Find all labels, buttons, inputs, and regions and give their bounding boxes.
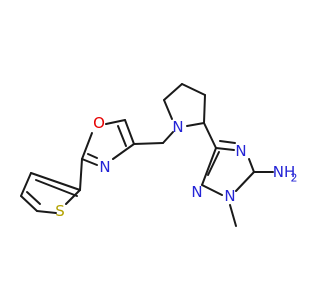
bond-oxazole-ch2 xyxy=(133,142,164,145)
bond-triazole-n4-c5 xyxy=(248,158,255,173)
triazole-n2-atom: N xyxy=(191,183,202,201)
bond-oxazole-c4-n3 xyxy=(112,143,135,160)
bond-oxazole-n3-c2 xyxy=(81,158,98,166)
bond-oxazole-c5-c4-double xyxy=(117,125,127,147)
bond-thiophene-c5-c4-double xyxy=(26,191,41,205)
bond-pyrrolidine-c4-c3 xyxy=(181,83,206,96)
bond-triazole-n2-c3 xyxy=(201,147,217,186)
bond-pyrrolidine-c5-c4 xyxy=(163,83,183,101)
bond-oxazole-o1-c5 xyxy=(105,119,126,125)
bond-triazole-c3-n4-double xyxy=(219,140,236,144)
bond-thiophene-oxazole xyxy=(79,158,83,191)
bond-triazole-methyl xyxy=(229,204,237,227)
bond-triazole-c3-n4 xyxy=(215,147,235,151)
bond-ch2-pyrrolidine-n xyxy=(162,131,174,144)
bond-thiophene-c3-c2 xyxy=(30,172,81,191)
bond-thiophene-c3-c2-double xyxy=(35,179,78,197)
bond-thiophene-c2-s xyxy=(65,189,81,205)
bond-oxazole-c5-c4 xyxy=(124,119,135,145)
bond-thiophene-s-c5 xyxy=(36,210,57,214)
bond-oxazole-n3-c2-double xyxy=(87,153,98,159)
pyrrolidine-nitrogen-atom: N xyxy=(172,118,183,136)
bonds xyxy=(20,83,274,227)
oxazole-nitrogen-atom: N xyxy=(99,158,110,176)
triazole-n1-atom: N xyxy=(224,187,235,205)
bond-pyrrolidine-c2-n xyxy=(186,122,205,127)
bond-pyrrolidine-n-c5 xyxy=(163,99,173,120)
oxazole-oxygen-atom: O xyxy=(93,114,105,132)
amine-nh-label: NH xyxy=(273,163,296,181)
bond-triazole-n2-c3-double xyxy=(207,151,220,176)
sulfur-atom: S xyxy=(55,202,65,220)
bond-triazole-c5-n1 xyxy=(235,171,255,192)
bond-thiophene-c5-c4 xyxy=(20,195,38,212)
molecule-structure-diagram: S O N N N N N NH 2 xyxy=(20,83,298,227)
atom-labels: S O N N N N N NH 2 xyxy=(55,114,297,220)
bond-triazole-n1-n2 xyxy=(201,184,223,196)
bond-pyrrolidine-c3-c2 xyxy=(203,94,206,124)
triazole-n4-atom: N xyxy=(235,142,246,160)
bond-thiophene-c4-c3 xyxy=(20,172,32,197)
bond-pyrrolidine-triazole xyxy=(203,122,217,149)
bond-oxazole-c2-o1 xyxy=(81,132,93,160)
amine-group: NH xyxy=(273,163,296,181)
amine-subscript: 2 xyxy=(291,172,298,185)
